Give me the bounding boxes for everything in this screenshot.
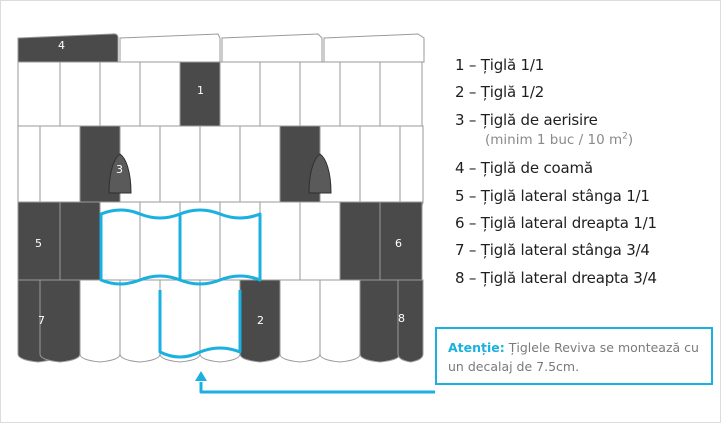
tile	[239, 125, 281, 211]
legend: 1 – Țiglă 1/1 2 – Țiglă 1/2 3 – Țiglă de…	[455, 52, 717, 292]
vent-icon	[308, 153, 332, 194]
ridge-tile	[221, 33, 323, 63]
ridge-tile-dark	[17, 33, 119, 63]
tile-number-ridge: 4	[58, 39, 65, 52]
legend-item-3: 3 – Țiglă de aerisire	[455, 110, 598, 129]
tile	[59, 61, 103, 137]
tile-dark	[179, 61, 223, 137]
tile	[339, 61, 383, 137]
legend-vent-note-sup: 2	[622, 131, 628, 142]
highlight-offset	[99, 208, 435, 394]
legend-vent-note-end: )	[627, 132, 634, 149]
arrow-up-icon	[195, 371, 207, 381]
tile	[359, 125, 401, 211]
tile	[99, 201, 143, 289]
tile-dark	[359, 279, 401, 363]
tile-dark	[397, 279, 424, 363]
tile-number-labels: 4 1 3 5 6 7 2 8	[35, 39, 405, 327]
tile	[299, 61, 343, 137]
legend-item-7: 7 – Țiglă lateral stânga 3/4	[455, 241, 650, 260]
tile-dark	[39, 279, 81, 363]
legend-item-4: 4 – Țiglă de coamă	[455, 159, 593, 178]
ridge-tile	[323, 33, 425, 63]
ridge-row	[17, 33, 425, 63]
highlight-upper-tiles	[99, 208, 262, 286]
tile	[219, 61, 263, 137]
tile-number-left-full: 5	[35, 237, 42, 250]
tile	[17, 61, 61, 137]
tile	[259, 201, 303, 289]
vent-icon	[108, 153, 132, 194]
tile	[379, 61, 423, 137]
tile-dark	[339, 201, 383, 289]
legend-item-5: 5 – Țiglă lateral stânga 1/1	[455, 186, 650, 205]
tile-number-half: 2	[257, 314, 264, 327]
legend-item-8: 8 – Țiglă lateral dreapta 3/4	[455, 268, 657, 287]
callout-text: Țiglele Reviva se montează cu un decalaj…	[448, 340, 699, 374]
tile	[259, 61, 303, 137]
tile	[179, 201, 223, 289]
callout-connector	[199, 382, 435, 394]
tile	[139, 61, 183, 137]
legend-vent-note-text: (minim 1 buc / 10 m	[485, 132, 623, 149]
legend-item-6: 6 – Țiglă lateral dreapta 1/1	[455, 213, 657, 232]
tile	[299, 201, 343, 289]
tile	[199, 125, 241, 211]
legend-item-2: 2 – Țiglă 1/2	[455, 83, 545, 102]
tile-number-vent: 3	[116, 163, 123, 176]
legend-vent-note: (minim 1 buc / 10 m2)	[485, 129, 717, 155]
attention-callout: Atenție: Țiglele Reviva se montează cu u…	[435, 327, 713, 385]
tile-grid	[17, 61, 424, 363]
tile	[319, 279, 361, 363]
tile	[119, 279, 161, 363]
tile-number-right-three-quarter: 8	[398, 312, 405, 325]
tile-number-left-three-quarter: 7	[38, 314, 45, 327]
tile	[399, 125, 424, 211]
vent-shapes	[108, 153, 332, 194]
ridge-tile	[119, 33, 221, 63]
tile-number-right-full: 6	[395, 237, 402, 250]
legend-item-1: 1 – Țiglă 1/1	[455, 56, 545, 74]
tile	[279, 279, 321, 363]
tile	[159, 125, 201, 211]
tile-dark	[59, 201, 103, 289]
tile	[39, 125, 81, 211]
callout-title: Atenție:	[448, 340, 505, 355]
highlight-lower-tile	[158, 290, 242, 359]
tile	[159, 279, 201, 363]
tile-number-full: 1	[197, 84, 204, 97]
tile	[79, 279, 121, 363]
tile	[99, 61, 143, 137]
roof-tile-diagram: 4 1 3 5 6 7 2 8	[17, 33, 435, 394]
